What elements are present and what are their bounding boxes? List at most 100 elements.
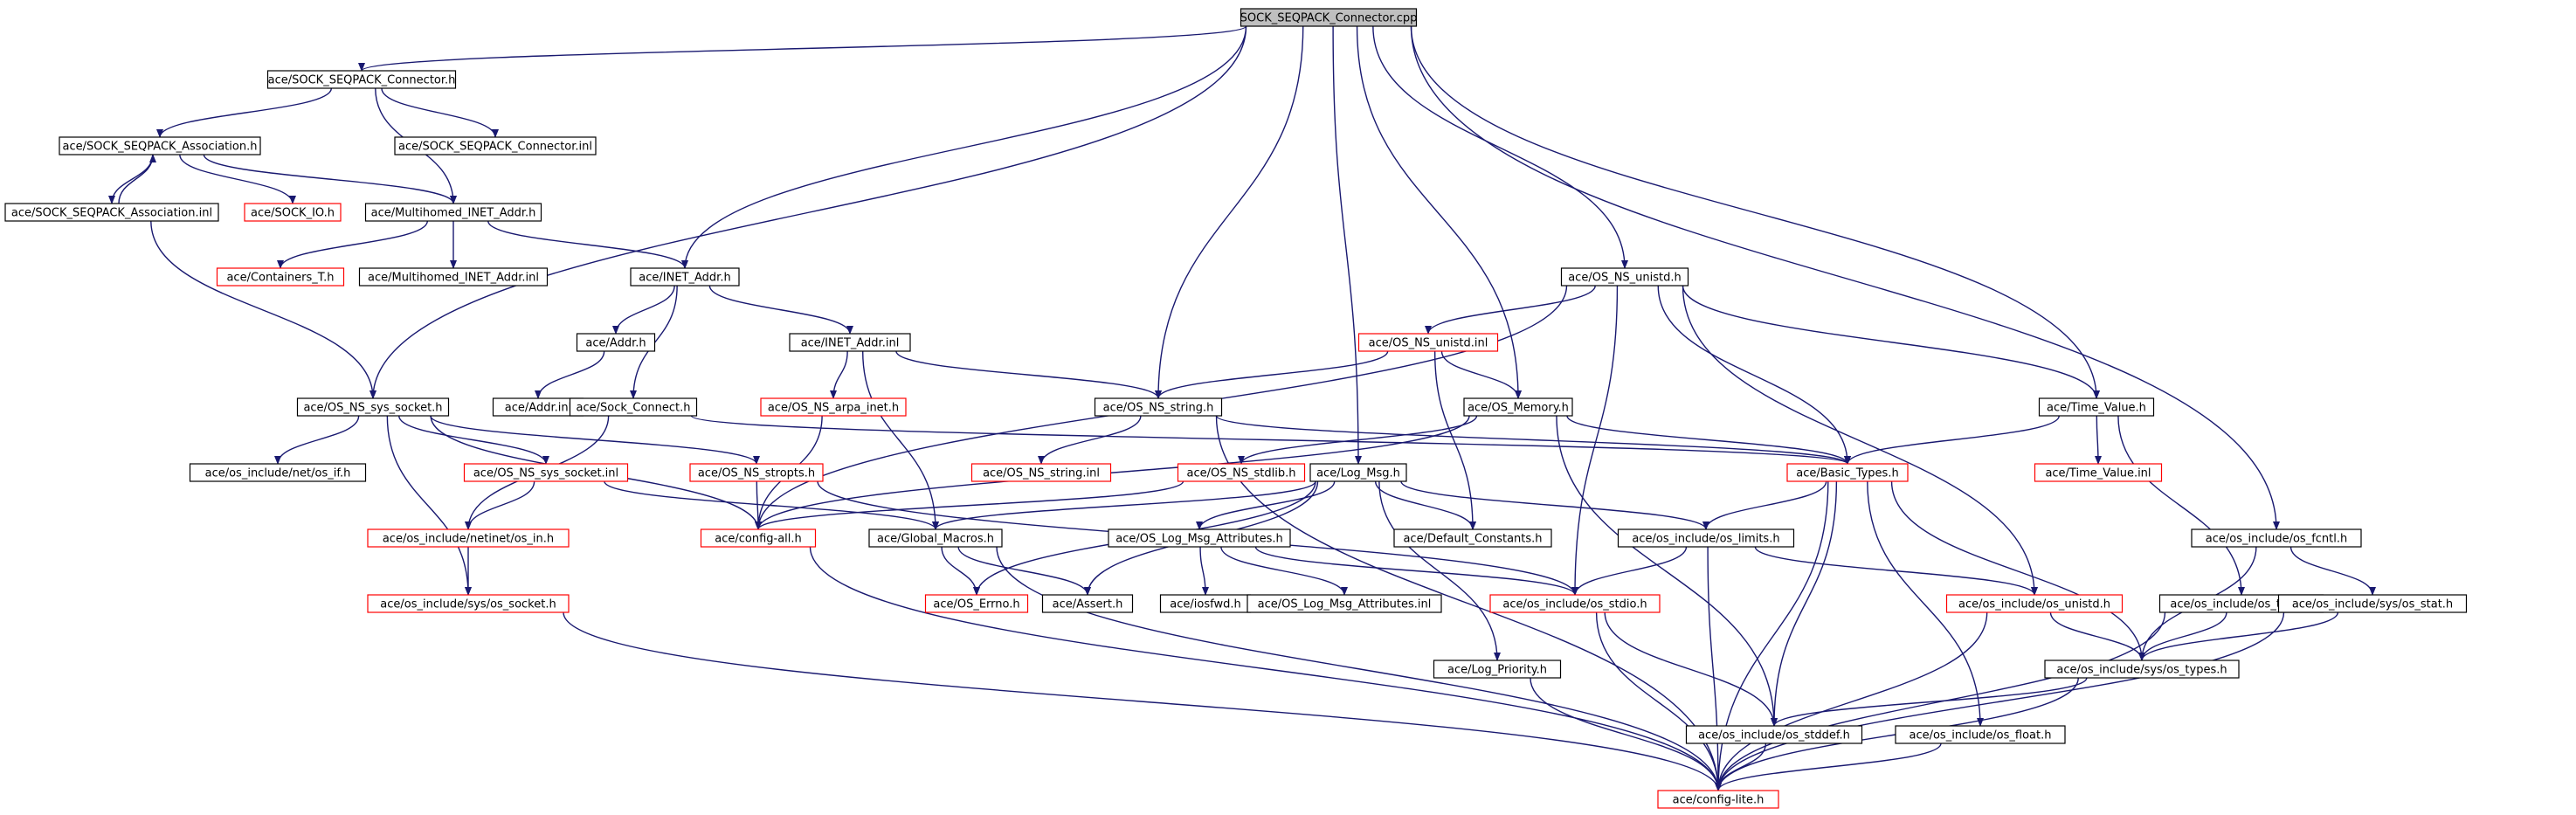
node-time-value-h[interactable]: ace/Time_Value.h	[2038, 397, 2155, 417]
node-ns-unistd-h[interactable]: ace/OS_NS_unistd.h	[1560, 267, 1689, 287]
node-inet-inl[interactable]: ace/INET_Addr.inl	[789, 333, 911, 352]
node-box	[364, 203, 542, 222]
edge-ns-unistd-inl-to-os-memory	[1440, 350, 1522, 399]
node-label: ace/Multihomed_INET_Addr.inl	[368, 272, 539, 285]
edge-addr-h-to-addr-inl	[535, 350, 605, 399]
node-os-memory[interactable]: ace/OS_Memory.h	[1463, 397, 1573, 417]
node-os-errno[interactable]: ace/OS_Errno.h	[924, 594, 1029, 613]
node-box	[296, 397, 450, 417]
node-sys-socket-inl[interactable]: ace/OS_NS_sys_socket.inl	[463, 463, 629, 482]
node-log-priority[interactable]: ace/Log_Priority.h	[1433, 660, 1562, 679]
node-basic-types[interactable]: ace/Basic_Types.h	[1786, 463, 1909, 482]
node-addr-inl[interactable]: ace/Addr.inl	[492, 397, 584, 417]
node-box	[2191, 528, 2362, 548]
node-box	[1094, 397, 1223, 417]
edge-log-priority-to-config-lite	[1530, 677, 1722, 791]
node-sys-socket-h[interactable]: ace/OS_NS_sys_socket.h	[296, 397, 450, 417]
node-iosfwd[interactable]: ace/iosfwd.h	[1159, 594, 1252, 613]
edge-log-msg-to-log-msg-attr-h	[1196, 480, 1336, 530]
edge-sys-socket-h-to-net-if	[274, 415, 360, 465]
node-ns-string-inl[interactable]: ace/OS_NS_string.inl	[970, 463, 1112, 482]
edge-sys-os-socket-to-config-lite	[563, 611, 1722, 791]
node-stropts[interactable]: ace/OS_NS_stropts.h	[689, 463, 824, 482]
node-assert-h[interactable]: ace/Assert.h	[1041, 594, 1134, 613]
edge-ns-unistd-h-to-time-value-h	[1682, 285, 2100, 399]
node-mh-inet-inl[interactable]: ace/Multihomed_INET_Addr.inl	[358, 267, 549, 287]
node-box	[760, 397, 907, 417]
node-label: ace/OS_NS_stropts.h	[698, 467, 815, 480]
node-conn-h[interactable]: ace/SOCK_SEQPACK_Connector.h	[266, 70, 457, 89]
node-addr-h[interactable]: ace/Addr.h	[576, 333, 656, 352]
node-assoc-inl[interactable]: ace/SOCK_SEQPACK_Association.inl	[4, 203, 219, 222]
node-log-msg-attr-h[interactable]: ace/OS_Log_Msg_Attributes.h	[1108, 528, 1291, 548]
edge-ns-unistd-h-to-os-unistd	[1682, 285, 2038, 596]
node-config-lite[interactable]: ace/config-lite.h	[1657, 790, 1779, 809]
node-label: ace/Assert.h	[1053, 598, 1123, 611]
node-label: ace/Basic_Types.h	[1796, 467, 1898, 480]
node-box	[2277, 594, 2468, 613]
node-mh-inet-h[interactable]: ace/Multihomed_INET_Addr.h	[364, 203, 542, 222]
node-sock-io[interactable]: ace/SOCK_IO.h	[244, 203, 342, 222]
edge-basic-types-to-config-lite	[1715, 480, 1829, 791]
node-netinet-in[interactable]: ace/os_include/netinet/os_in.h	[367, 528, 570, 548]
node-log-msg[interactable]: ace/Log_Msg.h	[1309, 463, 1407, 482]
edge-ns-string-h-to-config-lite	[1215, 415, 1722, 791]
node-root[interactable]: SOCK_SEQPACK_Connector.cpp	[1240, 8, 1418, 27]
edge-os-unistd-to-sys-os-types	[2049, 611, 2145, 661]
node-sys-os-socket[interactable]: ace/os_include/sys/os_socket.h	[367, 594, 570, 613]
node-sys-os-types[interactable]: ace/os_include/sys/os_types.h	[2044, 660, 2240, 679]
node-box	[2044, 660, 2240, 679]
node-global-macros[interactable]: ace/Global_Macros.h	[868, 528, 1003, 548]
node-label: ace/Time_Value.h	[2047, 402, 2146, 415]
node-containers[interactable]: ace/Containers_T.h	[216, 267, 345, 287]
node-conn-inl[interactable]: ace/SOCK_SEQPACK_Connector.inl	[394, 136, 597, 155]
edge-sys-socket-inl-to-global-macros	[604, 480, 939, 530]
edge-conn-h-to-conn-inl	[381, 87, 499, 138]
edge-inet-h-to-addr-h	[612, 285, 675, 335]
node-box	[1685, 725, 1863, 744]
node-os-fcntl[interactable]: ace/os_include/os_fcntl.h	[2191, 528, 2362, 548]
node-default-constants[interactable]: ace/Default_Constants.h	[1393, 528, 1552, 548]
node-label: ace/Sock_Connect.h	[577, 402, 691, 415]
edge-os-float-to-config-lite	[1715, 742, 1942, 791]
edge-sys-os-stat-to-sys-os-types	[2138, 611, 2339, 661]
edge-basic-types-to-os-limits	[1702, 480, 1827, 530]
edge-sys-socket-inl-to-netinet-in	[465, 480, 535, 530]
node-sys-os-stat[interactable]: ace/os_include/sys/os_stat.h	[2277, 594, 2468, 613]
node-label: ace/iosfwd.h	[1170, 598, 1240, 611]
node-os-limits[interactable]: ace/os_include/os_limits.h	[1617, 528, 1795, 548]
edge-ns-unistd-h-to-os-stdio	[1571, 285, 1619, 596]
edge-assoc-h-to-assoc-inl	[108, 154, 154, 204]
node-box	[1357, 333, 1499, 352]
node-box	[1393, 528, 1552, 548]
node-label: ace/os_include/os_float.h	[1909, 729, 2051, 742]
node-box	[2034, 463, 2163, 482]
node-ns-string-h[interactable]: ace/OS_NS_string.h	[1094, 397, 1223, 417]
node-os-stdio[interactable]: ace/os_include/os_stdio.h	[1489, 594, 1661, 613]
node-os-float[interactable]: ace/os_include/os_float.h	[1895, 725, 2066, 744]
node-label: ace/os_include/sys/os_types.h	[2056, 664, 2227, 677]
node-label: ace/os_include/sys/os_socket.h	[380, 598, 556, 611]
node-assoc-h[interactable]: ace/SOCK_SEQPACK_Association.h	[59, 136, 261, 155]
node-ns-stdlib[interactable]: ace/OS_NS_stdlib.h	[1177, 463, 1306, 482]
node-sock-connect[interactable]: ace/Sock_Connect.h	[569, 397, 698, 417]
node-label: ace/SOCK_SEQPACK_Association.inl	[11, 207, 212, 220]
edge-os-memory-to-basic-types	[1566, 415, 1851, 465]
node-box	[244, 203, 342, 222]
node-ns-unistd-inl[interactable]: ace/OS_NS_unistd.inl	[1357, 333, 1499, 352]
node-config-all[interactable]: ace/config-all.h	[700, 528, 817, 548]
node-label: ace/OS_NS_unistd.inl	[1369, 337, 1488, 350]
node-log-msg-attr-inl[interactable]: ace/OS_Log_Msg_Attributes.inl	[1247, 594, 1442, 613]
node-os-unistd[interactable]: ace/os_include/os_unistd.h	[1945, 594, 2124, 613]
edge-basic-types-to-os-stddef	[1771, 480, 1838, 727]
node-label: ace/OS_NS_arpa_inet.h	[768, 402, 899, 415]
node-time-value-inl[interactable]: ace/Time_Value.inl	[2034, 463, 2163, 482]
edge-ns-string-h-to-ns-string-inl	[1038, 415, 1142, 465]
node-os-stddef[interactable]: ace/os_include/os_stddef.h	[1685, 725, 1863, 744]
node-box	[569, 397, 698, 417]
node-arpa-inet[interactable]: ace/OS_NS_arpa_inet.h	[760, 397, 907, 417]
edge-basic-types-to-sys-os-types	[1890, 480, 2145, 661]
node-net-if[interactable]: ace/os_include/net/os_if.h	[189, 463, 367, 482]
node-inet-h[interactable]: ace/INET_Addr.h	[630, 267, 740, 287]
node-label: ace/Addr.h	[585, 337, 646, 350]
